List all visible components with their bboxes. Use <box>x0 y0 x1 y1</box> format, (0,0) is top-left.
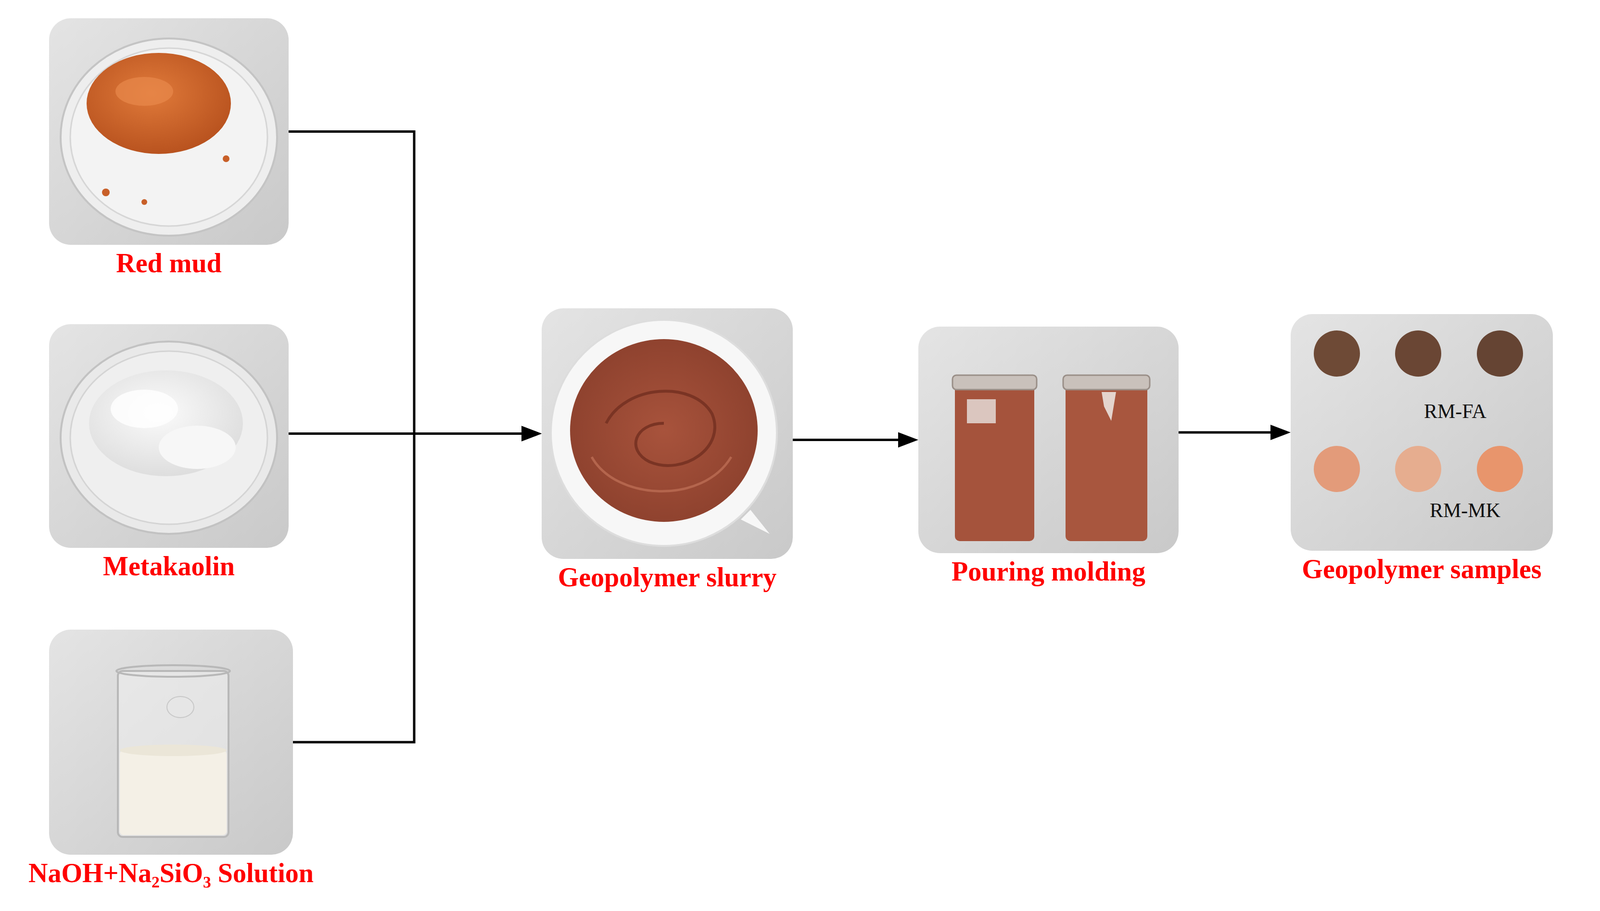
step-caption: Geopolymer samples <box>1301 554 1542 585</box>
arrow-line <box>292 433 522 743</box>
step-caption: Metakaolin <box>102 551 235 582</box>
sample-label: RM-FA <box>1423 400 1487 423</box>
photo-box: Red mud <box>49 18 289 245</box>
arrow-line <box>288 131 522 434</box>
flow-arrow <box>288 131 542 442</box>
arrow-line <box>792 438 899 442</box>
step-caption: Pouring molding <box>951 557 1146 587</box>
step-caption: Geopolymer slurry <box>558 562 777 593</box>
step-caption: NaOH+Na₂SiO₃ Solution <box>28 858 314 889</box>
photo-box: Metakaolin <box>49 324 289 548</box>
flow-arrow <box>792 432 919 448</box>
flow-arrow <box>292 426 542 743</box>
photo-box: Pouring molding <box>918 326 1179 554</box>
photo-box: Geopolymer samples <box>1290 314 1553 551</box>
red-mud-photo <box>49 18 289 245</box>
arrow-head <box>1270 424 1291 441</box>
sample-label: RM-MK <box>1429 499 1501 522</box>
photo-box: NaOH+Na₂SiO₃ Solution <box>49 629 293 855</box>
photo-box: Geopolymer slurry <box>541 308 793 559</box>
slurry-photo <box>541 308 793 559</box>
arrow-head <box>521 426 542 442</box>
arrow-line <box>1178 431 1271 434</box>
step-caption: Red mud <box>115 248 222 279</box>
flow-arrow <box>1178 424 1291 441</box>
arrow-head <box>521 426 542 442</box>
metakaolin-photo <box>49 324 289 548</box>
samples-photo <box>1290 314 1553 551</box>
molding-photo <box>918 326 1179 554</box>
arrow-head <box>521 426 542 442</box>
arrow-head <box>898 432 919 448</box>
beaker-photo <box>49 629 293 855</box>
